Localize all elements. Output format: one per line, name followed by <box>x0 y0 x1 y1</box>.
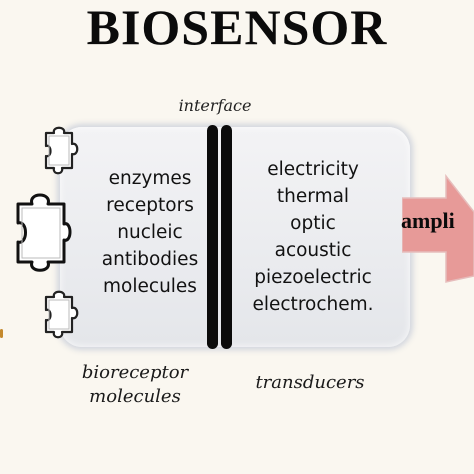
diagram-title: BIOSENSOR <box>86 0 388 55</box>
edge-mark <box>0 329 3 338</box>
bioreceptor-label-line2: molecules <box>89 386 181 407</box>
amplifier-label: ampli <box>401 208 455 233</box>
puzzle-piece-icon <box>44 290 79 339</box>
bioreceptor-label-line1: bioreceptor <box>81 362 189 383</box>
transducer-item: piezoelectric <box>254 267 372 288</box>
bioreceptor-item: nucleic <box>117 222 183 243</box>
transducer-item: optic <box>290 213 336 234</box>
transducer-list: electricity thermal optic acoustic piezo… <box>236 156 390 318</box>
biosensor-panel <box>60 127 410 347</box>
puzzle-piece-icon <box>16 193 72 272</box>
bioreceptor-item: antibodies <box>101 249 199 270</box>
transducer-item: electricity <box>267 159 359 180</box>
arrow-right-icon <box>402 173 474 283</box>
transducer-item: acoustic <box>274 240 352 261</box>
puzzle-piece-icon <box>44 126 79 175</box>
bioreceptor-list: enzymes receptors nucleic antibodies mol… <box>86 165 214 300</box>
interface-bar-left <box>207 125 218 349</box>
bioreceptor-label: bioreceptor molecules <box>60 361 210 409</box>
interface-bar-right <box>221 125 232 349</box>
transducer-item: electrochem. <box>252 294 374 315</box>
bioreceptor-item: enzymes <box>108 168 192 189</box>
transducer-item: thermal <box>276 186 350 207</box>
interface-label: interface <box>178 96 252 115</box>
bioreceptor-item: molecules <box>103 276 197 297</box>
transducers-label: transducers <box>255 372 365 393</box>
bioreceptor-item: receptors <box>106 195 194 216</box>
